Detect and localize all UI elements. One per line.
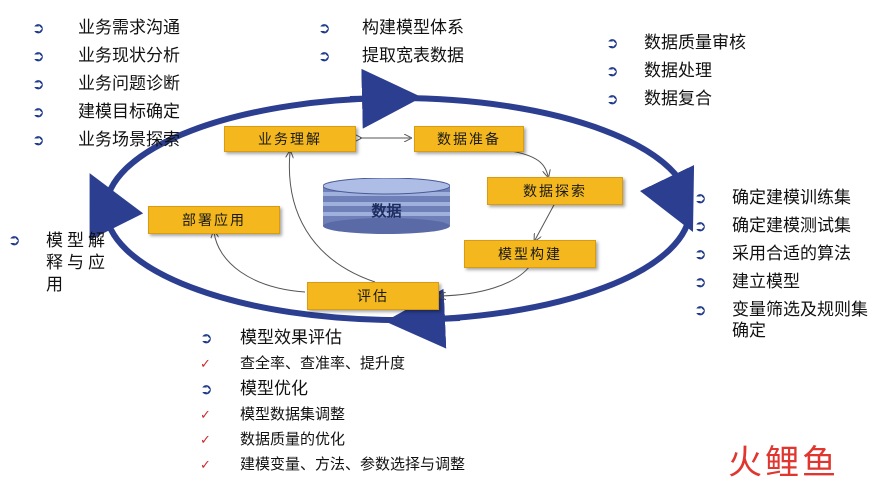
arrow-circle-icon: ➲ [32,47,45,65]
list-item: ➲数据处理 [606,61,712,81]
database-icon: 数据 [322,177,451,234]
arrow-preparation-exploration [504,149,548,176]
arrow-model-evaluation [440,265,531,296]
list-item: ✓查全率、查准率、提升度 [200,354,406,372]
checkmark-icon: ✓ [200,433,211,448]
node-model-building: 模型构建 [464,240,596,268]
list-item: ➲业务现状分析 [32,46,180,66]
arrow-evaluation-deployment [214,232,306,293]
arrow-circle-icon: ➲ [32,75,45,93]
list-left: ➲模型解释与应用 [8,230,120,296]
list-item: ➲确定建模训练集 [694,188,851,208]
arrow-circle-icon: ➲ [694,217,707,235]
list-item: ✓模型数据集调整 [200,405,346,423]
list-item: ➲建立模型 [694,272,800,292]
list-item: ✓建模变量、方法、参数选择与调整 [200,455,466,473]
cycle-arrow-left [89,173,144,241]
node-data-exploration: 数据探索 [487,177,623,205]
list-heading: ➲模型优化 [200,379,308,399]
node-deployment: 部署应用 [148,206,280,234]
list-heading: ➲模型效果评估 [200,328,342,348]
cycle-arrow-right [639,164,695,233]
list-item: ➲提取宽表数据 [318,46,464,66]
arrow-evaluation-understanding [289,152,376,283]
node-evaluation: 评估 [307,282,439,310]
list-item: ➲建模目标确定 [32,102,180,122]
arrow-exploration-model [535,203,555,240]
arrow-circle-icon: ➲ [606,62,619,80]
list-item: ➲变量筛选及规则集确定 [694,300,868,342]
list-item: ➲构建模型体系 [318,18,464,38]
node-data-preparation: 数据准备 [414,126,524,152]
list-item: ➲业务需求沟通 [32,18,180,38]
checkmark-icon: ✓ [200,458,211,473]
list-item: ➲模型解释与应用 [8,231,109,296]
node-business-understanding: 业务理解 [224,126,356,152]
arrow-circle-icon: ➲ [32,131,45,149]
arrow-circle-icon: ➲ [606,90,619,108]
arrow-circle-icon: ➲ [694,245,707,263]
database-label: 数据 [371,202,402,220]
arrow-circle-icon: ➲ [32,19,45,37]
arrow-circle-icon: ➲ [200,380,213,398]
list-item: ➲业务问题诊断 [32,74,180,94]
arrow-circle-icon: ➲ [694,301,707,319]
arrow-circle-icon: ➲ [694,189,707,207]
brand-logo: 火鲤鱼 [728,443,839,483]
cycle-arrow-bottom [385,288,461,349]
arrow-circle-icon: ➲ [32,103,45,121]
cycle-arrow-top [349,68,422,129]
arrow-circle-icon: ➲ [694,273,707,291]
checkmark-icon: ✓ [200,408,211,423]
list-top-right: ➲数据质量审核 ➲数据处理 ➲数据复合 [606,33,746,117]
arrow-circle-icon: ➲ [8,231,21,249]
list-item: ➲业务场景探索 [32,130,180,150]
list-item: ✓数据质量的优化 [200,430,346,448]
checkmark-icon: ✓ [200,357,211,372]
list-item: ➲数据复合 [606,89,712,109]
list-top-left: ➲业务需求沟通 ➲业务现状分析 ➲业务问题诊断 ➲建模目标确定 ➲业务场景探索 [32,18,180,158]
arrow-circle-icon: ➲ [606,34,619,52]
arrow-circle-icon: ➲ [318,19,331,37]
list-item: ➲采用合适的算法 [694,244,851,264]
arrow-circle-icon: ➲ [200,329,213,347]
arrow-circle-icon: ➲ [318,47,331,65]
list-item: ➲数据质量审核 [606,33,746,53]
list-bottom: ➲模型效果评估 ✓查全率、查准率、提升度 ➲模型优化 ✓模型数据集调整 ✓数据质… [200,328,465,480]
list-top-middle: ➲构建模型体系 ➲提取宽表数据 [318,18,464,74]
list-right: ➲确定建模训练集 ➲确定建模测试集 ➲采用合适的算法 ➲建立模型 ➲变量筛选及规… [694,188,886,343]
list-item: ➲确定建模测试集 [694,216,851,236]
